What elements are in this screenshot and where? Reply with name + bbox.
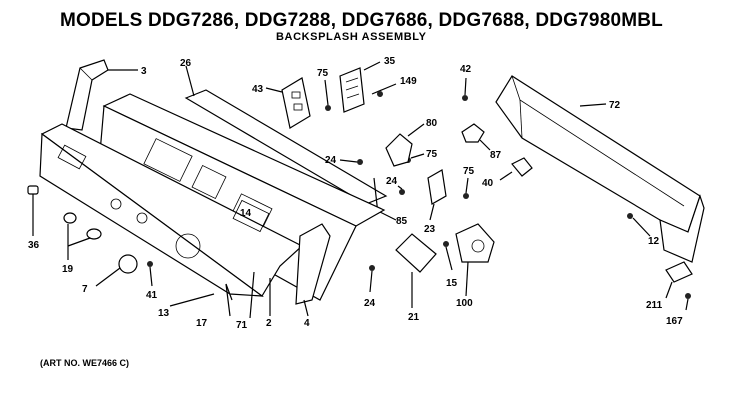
callout-15: 15	[446, 278, 458, 289]
part-167-screw	[685, 293, 691, 311]
callout-42: 42	[460, 64, 472, 75]
callout-149: 149	[400, 76, 417, 87]
part-40-knob	[499, 157, 533, 181]
callout-85: 85	[396, 216, 408, 227]
part-36-button	[27, 185, 39, 236]
callout-4: 4	[304, 318, 310, 329]
part-14-label	[232, 199, 270, 233]
callout-71: 71	[236, 320, 248, 331]
part-3-end-cap	[65, 59, 138, 131]
lower-leaders	[169, 271, 271, 319]
callout-35: 35	[384, 56, 396, 67]
part-23-bracket	[427, 169, 447, 221]
part-7-knob	[95, 254, 138, 287]
callout-19: 19	[62, 264, 74, 275]
callout-13: 13	[158, 308, 170, 319]
part-35-switch	[339, 61, 381, 113]
callout-75-right: 75	[463, 166, 475, 177]
part-87-knob	[461, 123, 491, 151]
part-41-clip	[147, 261, 153, 287]
callout-7: 7	[82, 284, 88, 295]
callout-167: 167	[666, 316, 683, 327]
callout-75-top: 75	[317, 68, 329, 79]
callout-24-bottom: 24	[364, 298, 376, 309]
callout-24-left: 24	[325, 155, 337, 166]
callout-43: 43	[252, 84, 264, 95]
callout-40: 40	[482, 178, 494, 189]
part-21-plate	[395, 233, 437, 308]
callout-100: 100	[456, 298, 473, 309]
callout-2: 2	[266, 318, 272, 329]
callout-36: 36	[28, 240, 40, 251]
callout-3: 3	[141, 66, 147, 77]
page-title: MODELS DDG7286, DDG7288, DDG7686, DDG768…	[60, 10, 663, 31]
callout-87: 87	[490, 150, 502, 161]
assembly-subtitle: BACKSPLASH ASSEMBLY	[276, 31, 427, 43]
part-149-screw	[371, 83, 397, 97]
part-24-screws	[339, 159, 405, 293]
part-80-bracket	[385, 123, 425, 167]
art-number: (ART NO. WE7466 C)	[40, 358, 130, 368]
callout-26: 26	[180, 58, 192, 69]
callout-17: 17	[196, 318, 208, 329]
part-4-end-cap	[295, 223, 331, 317]
part-26-strip	[184, 65, 388, 205]
callout-75-mid: 75	[426, 149, 438, 160]
part-15-screw	[443, 241, 453, 271]
callout-21: 21	[408, 312, 420, 323]
part-211-bracket	[665, 261, 693, 299]
callout-12: 12	[648, 236, 660, 247]
callout-24-mid: 24	[386, 176, 398, 187]
part-19-knobs	[63, 212, 102, 260]
callout-23: 23	[424, 224, 436, 235]
callout-211: 211	[646, 300, 663, 311]
callout-80: 80	[426, 118, 438, 129]
part-42-clip	[462, 77, 468, 101]
part-75-screws	[324, 79, 469, 199]
callout-41: 41	[146, 290, 158, 301]
part-100-timer	[455, 223, 495, 297]
part-72-housing	[495, 75, 705, 263]
callout-14: 14	[240, 208, 252, 219]
part-12-screws	[627, 213, 651, 237]
part-43-bracket	[265, 77, 311, 129]
callout-72: 72	[609, 100, 621, 111]
front-panel	[39, 123, 304, 297]
